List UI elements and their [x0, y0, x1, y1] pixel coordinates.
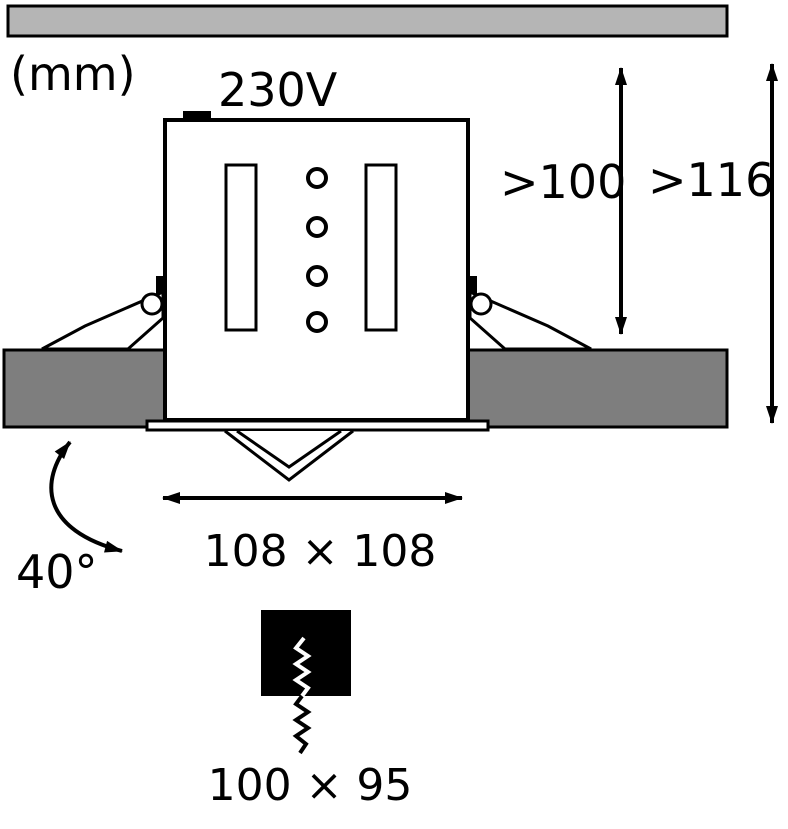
- ceiling-batten: [6, 4, 729, 38]
- vent-hole-1: [306, 167, 328, 189]
- cutout-size-label: 100 × 95: [208, 760, 413, 811]
- vent-hole-2: [306, 216, 328, 238]
- total-depth-label: >116: [648, 153, 774, 207]
- saw-cutout-icon: [261, 610, 351, 755]
- mounting-panel-left: [2, 348, 168, 429]
- tilt-angle-arrow: [49, 440, 123, 553]
- vent-hole-3: [306, 265, 328, 287]
- tilt-chevron: [224, 429, 354, 482]
- housing-size-label: 108 × 108: [204, 526, 437, 577]
- spring-clip-left: [41, 276, 165, 351]
- vent-slot-right: [364, 163, 398, 332]
- saw-blade-outer: [292, 694, 312, 755]
- mounting-panel-right: [465, 348, 729, 429]
- vent-hole-4: [306, 311, 328, 333]
- mains-connector-icon: [183, 111, 211, 122]
- vent-slot-left: [224, 163, 258, 332]
- saw-blade-inner: [292, 636, 312, 698]
- tilt-angle-label: 40°: [16, 545, 98, 599]
- voltage-label: 230V: [218, 63, 338, 117]
- recess-depth-label: >100: [500, 155, 626, 209]
- unit-label: (mm): [10, 47, 136, 101]
- trim-flange: [145, 419, 490, 432]
- spring-clip-right: [468, 276, 592, 351]
